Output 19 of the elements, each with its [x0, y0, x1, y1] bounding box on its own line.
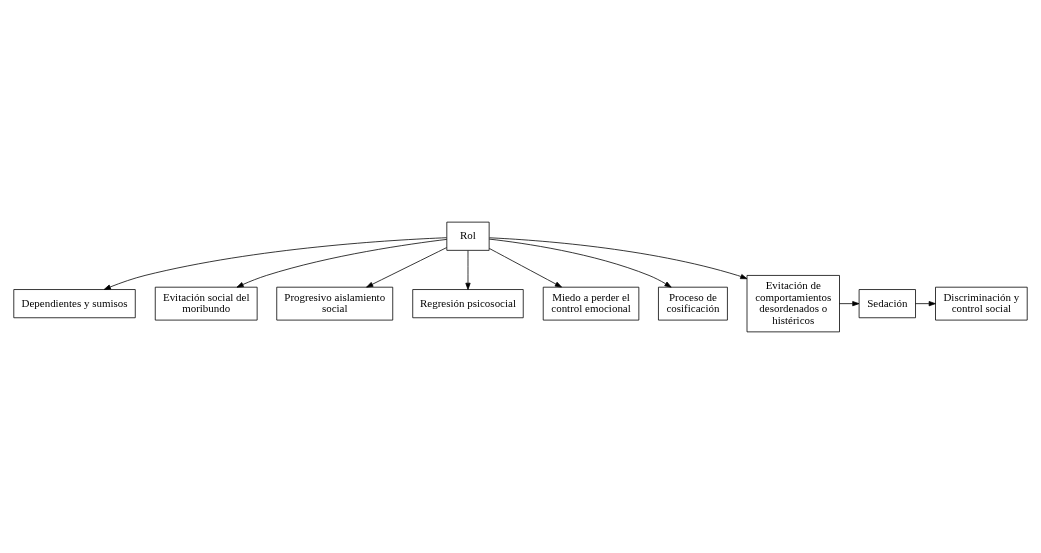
arrow	[839, 300, 860, 306]
node-box: Regresión psicosocial	[412, 288, 524, 318]
node-box: Miedo a perder el control emocional	[542, 286, 640, 320]
arrow	[488, 238, 672, 288]
node-box: Discriminación y control social	[935, 286, 1028, 320]
node-box: Progresivo aislamiento social	[276, 286, 394, 320]
arrow	[465, 249, 471, 290]
node-box: Proceso de cosificación	[658, 286, 728, 320]
node-box: Sedación	[858, 288, 916, 318]
node-box: Evitación de comportamientos desordenados o histéricos	[746, 274, 840, 332]
arrow	[489, 236, 748, 279]
arrow	[489, 247, 562, 287]
arrow	[236, 238, 448, 288]
node-box: Rol	[446, 221, 490, 251]
arrow	[915, 300, 936, 306]
arrow	[103, 236, 447, 290]
node-box: Evitación social del moribundo	[154, 286, 258, 320]
arrow	[366, 246, 447, 288]
node-box: Dependientes y sumisos	[13, 288, 136, 318]
